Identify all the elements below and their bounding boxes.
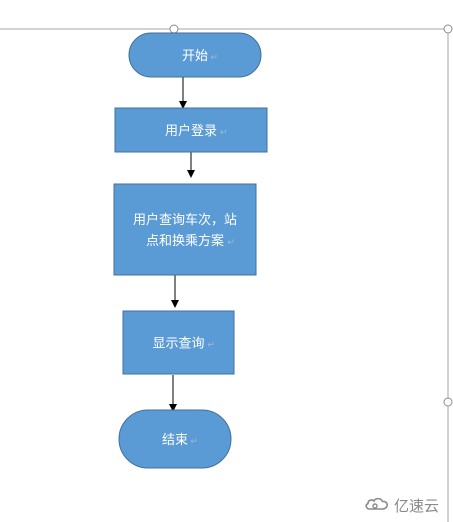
node-label: 用户查询车次，站 (133, 212, 237, 228)
node-start[interactable]: 开始↵ (128, 32, 262, 78)
resize-handle-right[interactable] (443, 397, 453, 407)
resize-handle-top-right[interactable] (443, 24, 453, 34)
terminal-shape[interactable] (118, 409, 232, 469)
node-label: 用户登录 (165, 123, 217, 139)
node-label: 显示查询 (152, 337, 204, 352)
paragraph-mark-icon: ↵ (220, 128, 228, 138)
node-label: 点和换乘方案 (146, 233, 224, 249)
paragraph-mark-icon: ↵ (207, 341, 215, 351)
cloud-logo-icon (364, 496, 390, 516)
process-box[interactable] (114, 107, 268, 153)
paragraph-mark-icon: ↵ (190, 437, 198, 447)
node-label: 结束 (162, 433, 188, 448)
paragraph-mark-icon: ↵ (210, 53, 218, 63)
process-box[interactable] (113, 183, 257, 276)
process-box[interactable] (122, 310, 235, 375)
terminal-shape[interactable] (128, 32, 262, 78)
node-label: 开始 (182, 49, 208, 64)
selection-frame (0, 24, 453, 522)
node-show[interactable]: 显示查询↵ (122, 310, 235, 375)
node-end[interactable]: 结束↵ (118, 409, 232, 469)
node-login[interactable]: 用户登录↵ (114, 107, 268, 153)
watermark-text: 亿速云 (393, 497, 439, 515)
resize-handle-top[interactable] (169, 24, 179, 34)
watermark: 亿速云 (364, 495, 439, 516)
paragraph-mark-icon: ↵ (227, 238, 235, 248)
flow-arrows (169, 77, 195, 412)
